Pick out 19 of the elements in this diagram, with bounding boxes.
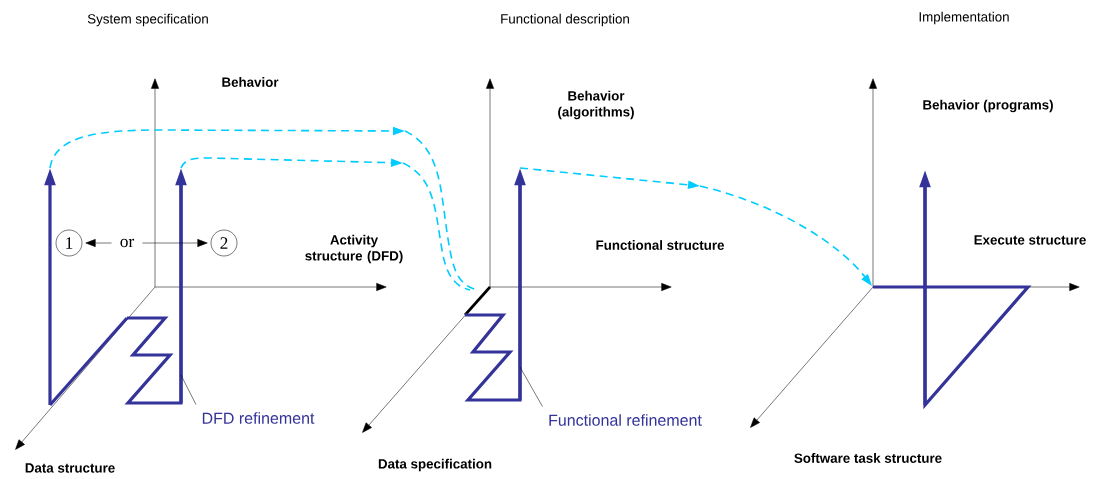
axis-label: Behavior (algorithms) <box>558 90 634 120</box>
axis-label: Functional structure <box>596 240 724 250</box>
axis-label: Activity structure (DFD) <box>305 234 403 264</box>
axis-label: Data structure <box>25 463 115 473</box>
axis-label: Behavior (programs) <box>923 99 1053 113</box>
axis-label: Software task structure <box>794 453 942 463</box>
leader-line <box>180 374 197 405</box>
axis-label: Execute structure <box>974 235 1086 245</box>
title: Functional description <box>501 13 629 27</box>
axis-label: Data specification <box>378 458 492 472</box>
title: Implementation <box>919 11 1009 25</box>
callout-label: DFD refinement <box>202 412 315 424</box>
arrow <box>85 239 112 247</box>
connector-word: or <box>120 238 135 248</box>
callout-label: Functional refinement <box>549 414 702 426</box>
title: System specification <box>87 13 208 27</box>
leader-line <box>519 366 543 407</box>
arrow <box>142 239 208 247</box>
axis-label: Behavior <box>222 77 279 87</box>
